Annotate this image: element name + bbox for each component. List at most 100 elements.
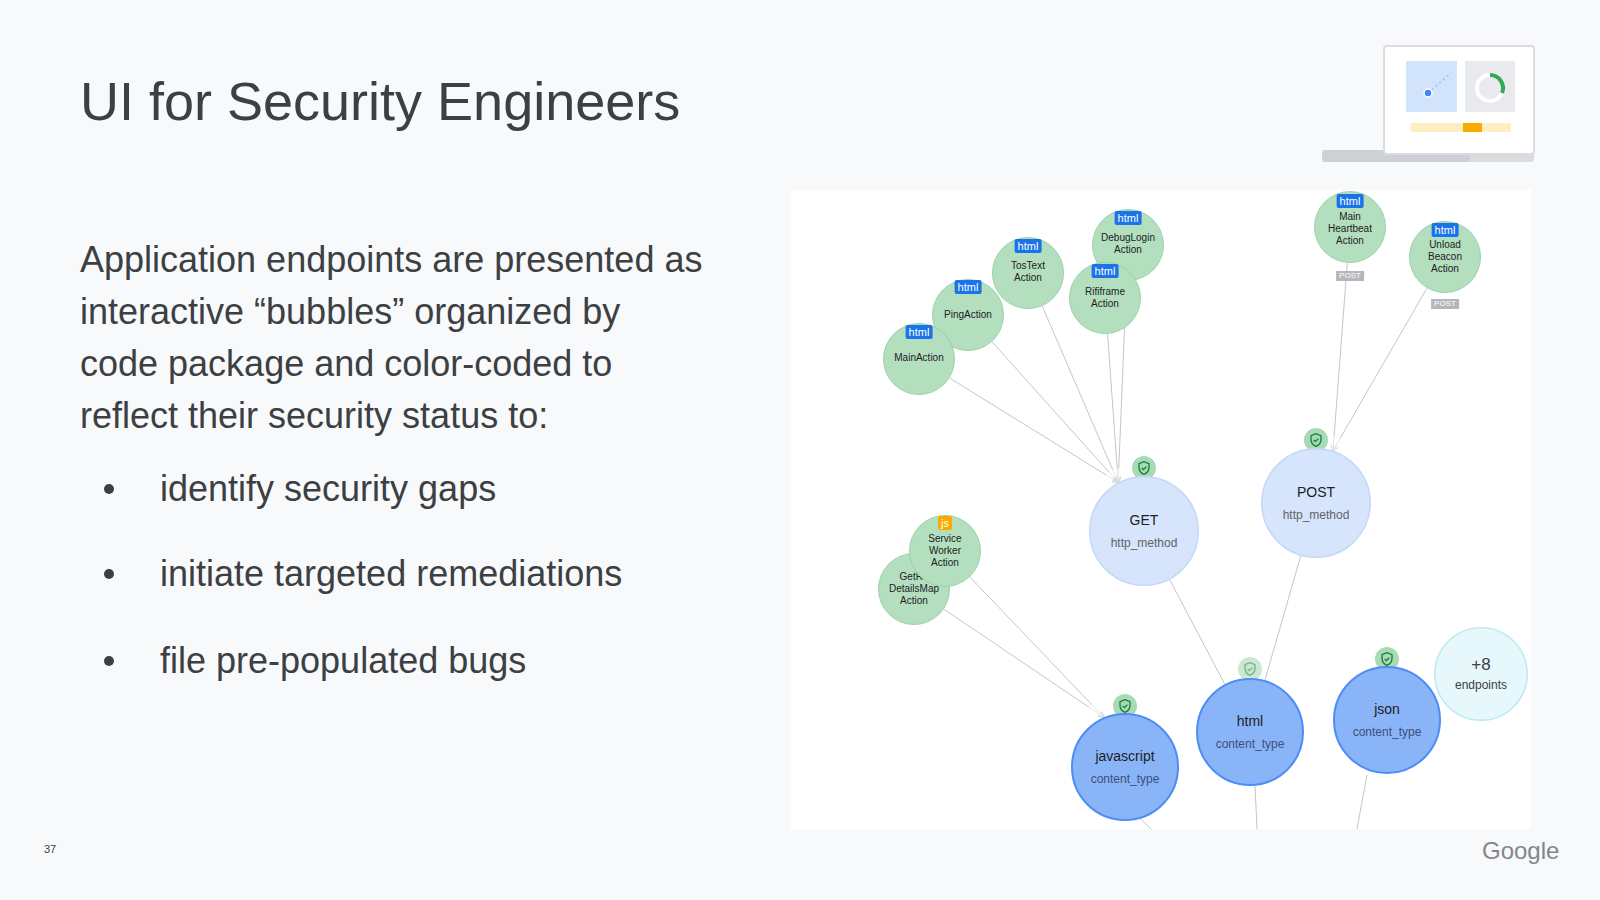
method-bubble: GET http_method bbox=[1089, 476, 1199, 586]
bullet-text: file pre-populated bugs bbox=[160, 635, 526, 687]
content-type-bubble: html content_type bbox=[1196, 678, 1304, 786]
endpoint-name: PingAction bbox=[937, 309, 999, 321]
slide-title: UI for Security Engineers bbox=[80, 70, 680, 132]
node-kind: content_type bbox=[1216, 737, 1285, 751]
status-badge bbox=[1131, 455, 1157, 481]
bubble-circle bbox=[1093, 210, 1164, 281]
node-name: POST bbox=[1297, 484, 1335, 501]
bullet-dot bbox=[104, 656, 114, 666]
method-tag: POST bbox=[1431, 299, 1459, 309]
endpoint-name: Unload Beacon Action bbox=[1414, 239, 1476, 275]
bubble-outline bbox=[1071, 713, 1179, 821]
endpoint-name: Rififrame Action bbox=[1074, 286, 1136, 310]
type-tag: js bbox=[938, 516, 952, 530]
shield-icon bbox=[1382, 653, 1392, 666]
diagram-panel bbox=[791, 190, 1531, 829]
shield-icon bbox=[1245, 663, 1255, 676]
shield-icon bbox=[964, 335, 973, 346]
connector-line bbox=[1265, 556, 1301, 680]
bubble-circle bbox=[1315, 192, 1386, 263]
shield-icon bbox=[1120, 700, 1130, 713]
connector-line bbox=[1333, 288, 1427, 451]
bubble-circle bbox=[884, 324, 955, 395]
badge-halo bbox=[1236, 655, 1264, 683]
node-name: javascript bbox=[1095, 748, 1154, 765]
bubble-circle bbox=[1197, 679, 1303, 785]
endpoint-bubble: jsService Worker Action bbox=[909, 515, 981, 587]
shield-icon bbox=[915, 379, 924, 390]
type-tag: html bbox=[906, 325, 933, 339]
type-tag: html bbox=[955, 280, 982, 294]
shield-icon bbox=[1139, 462, 1149, 475]
endpoint-name: MainAction bbox=[888, 352, 950, 364]
shield-icon bbox=[910, 610, 919, 621]
node-name: html bbox=[1237, 713, 1263, 730]
shield-icon bbox=[941, 571, 950, 582]
method-tag: POST bbox=[1336, 271, 1364, 281]
count: +8 bbox=[1471, 655, 1490, 675]
type-tag: html bbox=[1115, 211, 1142, 225]
bubble-circle bbox=[1410, 222, 1481, 293]
more-bubble: +8 endpoints bbox=[1434, 627, 1528, 721]
laptop-screen bbox=[1384, 46, 1534, 154]
bullet-dots bbox=[104, 484, 114, 666]
bubble-circle bbox=[1262, 449, 1371, 558]
endpoint-name: Main Heartbeat Action bbox=[1319, 211, 1381, 247]
endpoint-bubble: htmlUnload Beacon ActionPOST bbox=[1409, 221, 1481, 293]
node-kind: http_method bbox=[1111, 536, 1178, 550]
port-halo bbox=[1104, 468, 1134, 498]
progress-bar bbox=[1411, 123, 1511, 132]
connector-line bbox=[970, 577, 1104, 717]
port-halo bbox=[1087, 700, 1117, 730]
endpoint-bubble: htmlRififrame Action bbox=[1069, 262, 1141, 334]
port-halo bbox=[1318, 437, 1348, 467]
bubble-circle bbox=[1334, 667, 1440, 773]
screen-tile bbox=[1406, 61, 1457, 112]
type-tag: html bbox=[1432, 223, 1459, 237]
tile-dot bbox=[1424, 89, 1432, 97]
status-badge bbox=[1303, 427, 1329, 453]
bubble-circle bbox=[1070, 263, 1141, 334]
connector-line bbox=[950, 378, 1119, 482]
node-kind: http_method bbox=[1283, 508, 1350, 522]
endpoint-bubble: htmlMainAction bbox=[883, 323, 955, 395]
body-text: Application endpoints are presented as i… bbox=[80, 234, 706, 442]
progress-fill bbox=[1463, 123, 1482, 132]
connector-line bbox=[1333, 263, 1347, 451]
port-halos bbox=[1087, 437, 1348, 730]
status-badge bbox=[1112, 693, 1138, 719]
bubble-circle bbox=[879, 554, 950, 625]
bubble-outline bbox=[1089, 476, 1199, 586]
shield-icon bbox=[1441, 279, 1450, 290]
bubble-outline bbox=[1333, 666, 1441, 774]
shield-icon bbox=[1311, 434, 1321, 447]
status-badges bbox=[1112, 427, 1400, 719]
shield-icon bbox=[1024, 294, 1033, 305]
page-number: 37 bbox=[44, 842, 56, 856]
laptop-illustration bbox=[1322, 46, 1534, 162]
content-type-bubble: javascriptcontent_type bbox=[1071, 713, 1179, 821]
endpoint-name: TosText Action bbox=[997, 260, 1059, 284]
bubble-outline bbox=[1196, 678, 1304, 786]
bubble-shields bbox=[910, 250, 1450, 621]
endpoint-name: DebugLogin Action bbox=[1097, 232, 1159, 256]
bubble-outline bbox=[1261, 448, 1371, 558]
bubble-circle bbox=[1090, 477, 1199, 586]
node-kind: content_type bbox=[1353, 725, 1422, 739]
shield-icon bbox=[1346, 250, 1355, 261]
endpoint-name: Service Worker Action bbox=[914, 533, 976, 569]
connector-line bbox=[1170, 580, 1225, 685]
connector-line bbox=[992, 342, 1118, 483]
status-badge bbox=[1374, 646, 1400, 672]
stub-line bbox=[1255, 786, 1257, 829]
node-name: GET bbox=[1130, 512, 1159, 529]
count-unit: endpoints bbox=[1455, 678, 1507, 692]
bullet-text: identify security gaps bbox=[160, 463, 496, 515]
status-badge bbox=[1237, 656, 1263, 682]
bullet-text: initiate targeted remediations bbox=[160, 548, 622, 600]
type-tag: html bbox=[1337, 194, 1364, 208]
screen-tile bbox=[1465, 61, 1515, 112]
type-tag: html bbox=[1015, 239, 1042, 253]
